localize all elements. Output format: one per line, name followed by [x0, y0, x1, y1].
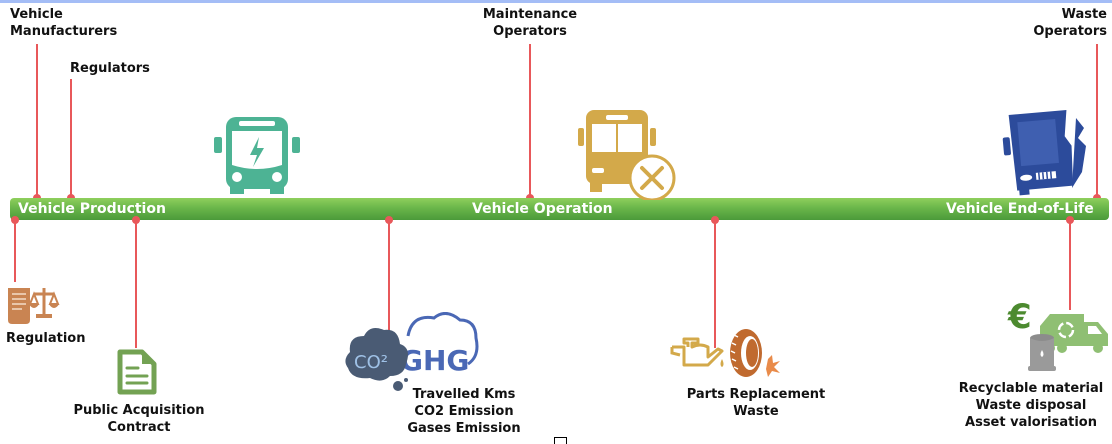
connector-regulation [14, 220, 16, 282]
label-line: CO2 Emission [414, 404, 514, 419]
stakeholder-waste-operators: Waste Operators [1000, 6, 1107, 40]
ghg-text: GHG [400, 344, 469, 377]
label-line: Public Acquisition [73, 403, 205, 418]
connector-recycling [1069, 220, 1071, 310]
label-line: Gases Emission [407, 421, 521, 436]
label-line: Parts Replacement [686, 387, 826, 402]
label-line: Maintenance [482, 7, 578, 22]
recycling-truck-euro-icon: € [1007, 297, 1108, 371]
label-line: Waste disposal [975, 398, 1087, 413]
phase-vehicle-end-of-life: Vehicle End-of-Life [946, 201, 1094, 217]
timeline-bar [10, 198, 1109, 220]
co2-ghg-cloud-icon: GHG CO² [345, 312, 479, 391]
connector-waste-operators [1096, 44, 1098, 198]
connector-regulators [70, 79, 72, 198]
phase-vehicle-operation: Vehicle Operation [472, 201, 613, 217]
item-emissions: Travelled Kms CO2 Emission Gases Emissio… [394, 386, 534, 437]
label-line: Operators [493, 24, 567, 39]
euro-text: € [1007, 297, 1032, 337]
label-line: Asset valorisation [965, 415, 1097, 430]
top-border [0, 0, 1112, 3]
stakeholder-regulators: Regulators [70, 60, 150, 77]
connector-maintenance [529, 44, 531, 198]
label-line: Vehicle [10, 7, 63, 22]
item-recycling: Recyclable material Waste disposal Asset… [950, 380, 1112, 431]
connector-manufacturers [36, 44, 38, 198]
label-line: Manufacturers [10, 24, 118, 39]
broken-bus-icon [1002, 109, 1086, 196]
item-regulation: Regulation [6, 330, 85, 347]
cursor-artifact [554, 437, 567, 444]
label-line: Regulation [6, 331, 86, 346]
stakeholder-maintenance-operators: Maintenance Operators [470, 6, 590, 40]
connector-parts [714, 220, 716, 348]
bus-maintenance-icon [578, 110, 676, 200]
label-line: Waste [733, 404, 779, 419]
connector-contract [135, 220, 137, 348]
co2-text: CO² [354, 352, 388, 373]
label-line: Recyclable material [958, 381, 1104, 396]
item-public-acquisition-contract: Public Acquisition Contract [64, 402, 214, 436]
regulation-scales-icon [8, 288, 60, 324]
label-line: Regulators [70, 61, 150, 76]
item-parts-replacement-waste: Parts Replacement Waste [680, 386, 832, 420]
electric-bus-icon [214, 117, 300, 194]
stakeholder-vehicle-manufacturers: Vehicle Manufacturers [10, 6, 117, 40]
label-line: Operators [1033, 24, 1107, 39]
label-line: Waste [1061, 7, 1107, 22]
connector-emissions [388, 220, 390, 354]
phase-vehicle-production: Vehicle Production [18, 201, 166, 217]
contract-document-icon [117, 349, 157, 395]
label-line: Travelled Kms [412, 387, 516, 402]
oil-can-tire-icon [670, 329, 780, 377]
label-line: Contract [107, 420, 171, 435]
